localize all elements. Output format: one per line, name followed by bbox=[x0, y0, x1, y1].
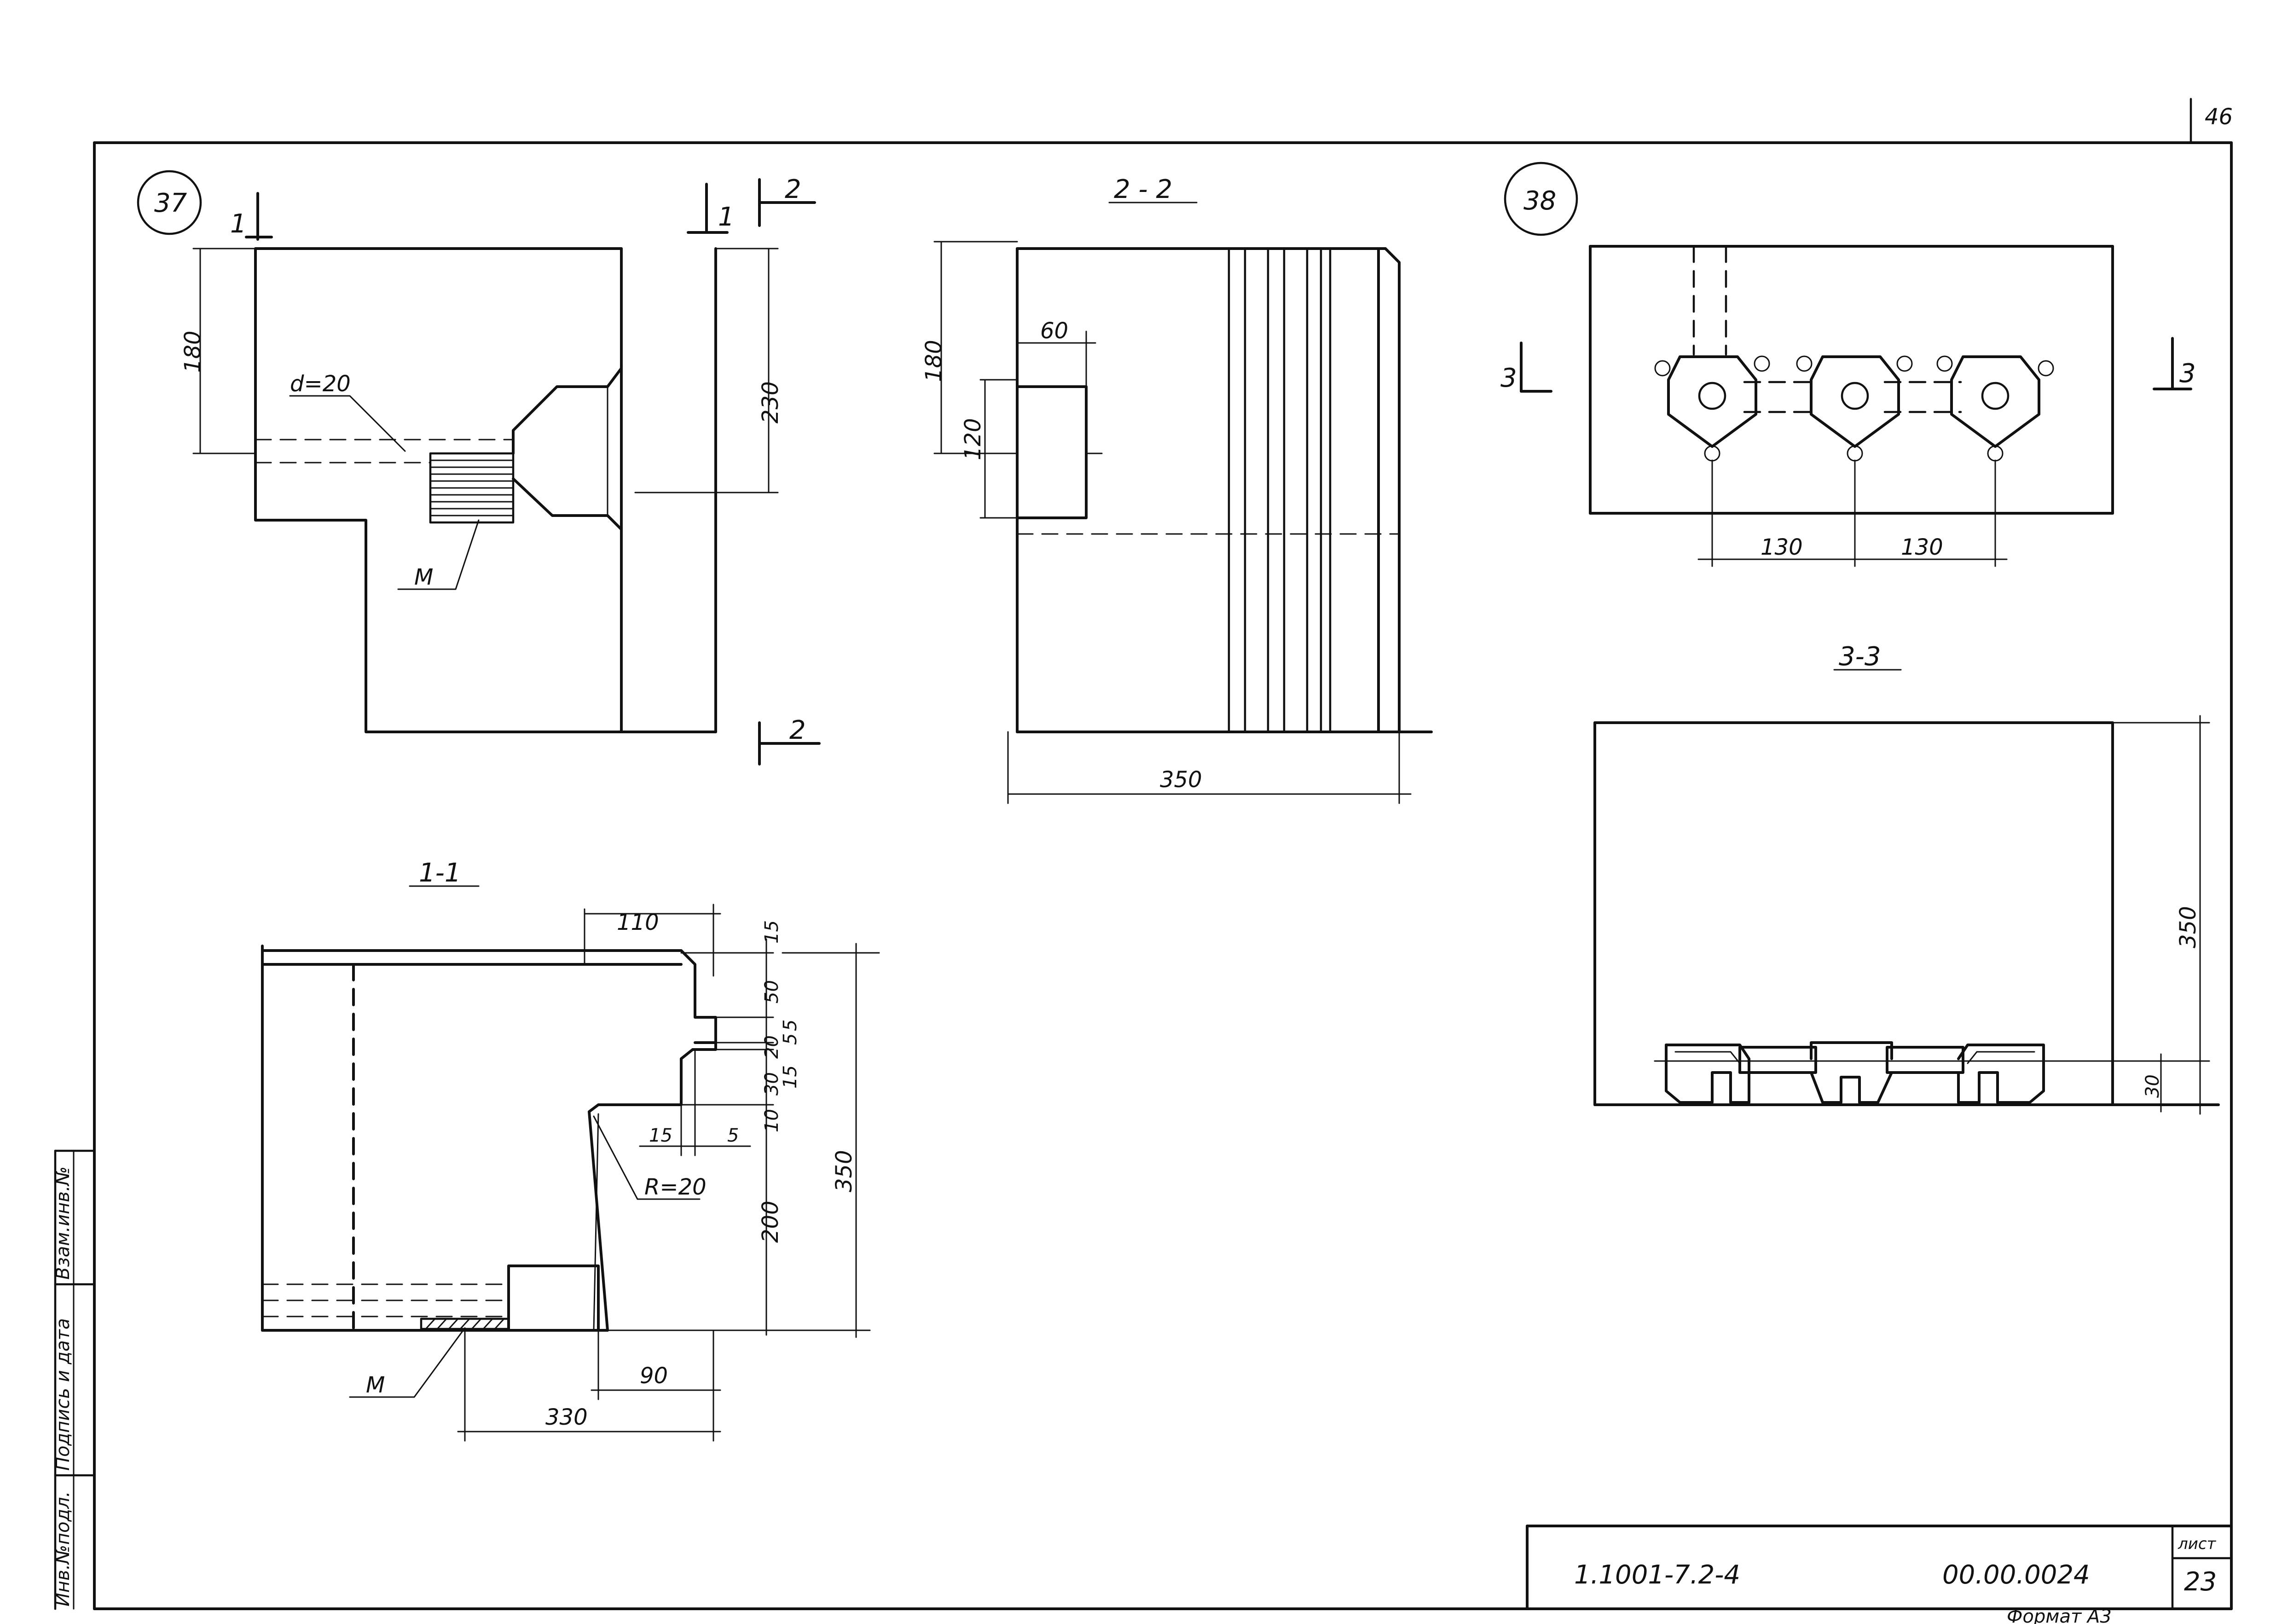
section-1-1-dim-10: 10 bbox=[761, 1109, 782, 1132]
detail-37-view bbox=[137, 170, 821, 766]
detail-37-section-2-top: 2 bbox=[785, 174, 801, 204]
section-2-2-dim-350: 350 bbox=[1160, 767, 1202, 793]
detail-38-dim-130-left: 130 bbox=[1761, 534, 1803, 560]
sheet-frame bbox=[93, 98, 2233, 1610]
detail-37-section-1-left: 1 bbox=[230, 209, 247, 239]
section-2-2-title: 2 - 2 bbox=[1114, 174, 1172, 204]
section-1-1-title: 1-1 bbox=[419, 858, 461, 888]
section-1-1-dim-15-bottom: 15 bbox=[649, 1125, 672, 1146]
section-1-1-radius-label: R=20 bbox=[644, 1174, 707, 1200]
detail-38-section-3-right: 3 bbox=[2179, 359, 2196, 389]
detail-37-mark-label: M bbox=[414, 564, 433, 590]
detail-37-hole-label: d=20 bbox=[290, 371, 351, 397]
section-1-1-dim-5b: 5 bbox=[780, 1033, 801, 1045]
section-1-1-dim-50: 50 bbox=[761, 980, 782, 1003]
corner-page-number: 46 bbox=[2205, 104, 2233, 130]
section-1-1-dim-90: 90 bbox=[640, 1363, 668, 1389]
detail-37-section-1-right: 1 bbox=[718, 202, 735, 232]
sheet-label: лист bbox=[2178, 1535, 2217, 1553]
section-1-1-dim-20: 20 bbox=[761, 1035, 782, 1059]
section-2-2-dim-180: 180 bbox=[921, 340, 947, 382]
detail-37-marker: 37 bbox=[154, 188, 187, 218]
section-1-1-dim-15-top: 15 bbox=[761, 920, 782, 944]
detail-38-section-3-left: 3 bbox=[1500, 363, 1517, 393]
side-stamp-signature-date: Подпись и дата bbox=[52, 1318, 74, 1471]
side-stamp bbox=[54, 1149, 96, 1610]
section-2-2-view bbox=[933, 202, 1433, 804]
part-code: 00.00.0024 bbox=[1942, 1560, 2090, 1590]
format-label: Формат А3 bbox=[2007, 1606, 2112, 1624]
section-3-3-dim-350: 350 bbox=[2175, 906, 2201, 948]
section-1-1-dim-350: 350 bbox=[831, 1150, 857, 1192]
section-1-1-dim-5a: 5 bbox=[780, 1020, 801, 1031]
section-1-1-dim-15-mid: 15 bbox=[780, 1065, 801, 1089]
section-1-1-dim-110: 110 bbox=[617, 910, 659, 935]
detail-37-section-2-bottom: 2 bbox=[789, 715, 806, 745]
detail-38-dim-130-right: 130 bbox=[1901, 534, 1943, 560]
section-2-2-dim-60: 60 bbox=[1040, 318, 1068, 344]
section-2-2-dim-120: 120 bbox=[960, 418, 986, 460]
detail-37-dim-180: 180 bbox=[180, 331, 206, 373]
side-stamp-replace-inv: Взам.инв.№ bbox=[52, 1166, 74, 1280]
section-1-1-dim-5-bottom: 5 bbox=[727, 1125, 739, 1146]
section-3-3-view bbox=[1593, 669, 2220, 1115]
section-1-1-view bbox=[261, 885, 880, 1442]
drawing-code: 1.1001-7.2-4 bbox=[1574, 1560, 1740, 1590]
detail-37-dim-230: 230 bbox=[758, 381, 783, 423]
detail-38-marker: 38 bbox=[1523, 186, 1556, 216]
section-1-1-dim-30: 30 bbox=[761, 1072, 782, 1096]
section-3-3-dim-30: 30 bbox=[2142, 1074, 2163, 1098]
title-block bbox=[1526, 1525, 2233, 1610]
side-stamp-inv-original: Инв.№подл. bbox=[52, 1491, 74, 1607]
section-3-3-title: 3-3 bbox=[1839, 642, 1881, 672]
section-1-1-mark-label: M bbox=[366, 1372, 385, 1398]
section-1-1-dim-200: 200 bbox=[758, 1201, 783, 1243]
detail-38-view bbox=[1504, 162, 2192, 567]
section-1-1-dim-330: 330 bbox=[545, 1404, 588, 1430]
sheet-number: 23 bbox=[2184, 1567, 2217, 1597]
